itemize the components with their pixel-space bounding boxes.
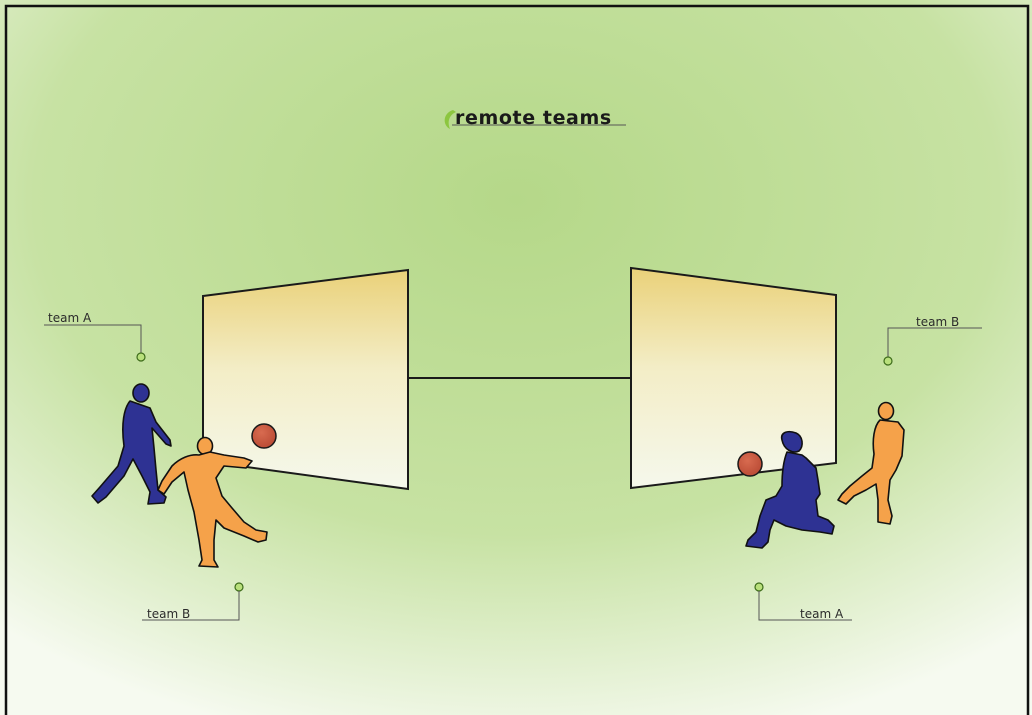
marker-dot — [754, 582, 764, 592]
callout-line — [142, 591, 240, 621]
player-team-b-left — [157, 436, 268, 568]
player-head — [877, 401, 895, 421]
callout-line — [887, 327, 982, 357]
marker-dot — [234, 582, 244, 592]
player-head — [780, 430, 803, 453]
player-team-a-left — [91, 383, 172, 505]
frame-border — [4, 4, 1030, 715]
player-team-a-right — [745, 430, 835, 549]
player-body — [837, 419, 905, 525]
label-team-a-right: team A — [800, 607, 844, 621]
page-title: remote teams — [455, 107, 612, 129]
right-screen — [630, 266, 837, 490]
player-body — [157, 451, 268, 568]
callout-left-top: team A — [44, 311, 146, 362]
callout-right-bottom: team A — [754, 582, 852, 621]
player-body — [91, 400, 172, 505]
label-team-a-left: team A — [48, 311, 92, 325]
player-head — [132, 383, 150, 403]
player-body — [745, 451, 835, 549]
label-team-b-right: team B — [916, 315, 959, 329]
marker-dot — [136, 352, 146, 362]
callout-right-top: team B — [883, 315, 982, 366]
ball-right — [737, 451, 763, 477]
player-team-b-right — [837, 401, 905, 525]
title-group: remote teams — [444, 107, 626, 129]
callout-left-bottom: team B — [142, 582, 244, 621]
ball-left — [251, 423, 277, 449]
callout-line — [44, 324, 142, 353]
label-team-b-left: team B — [147, 607, 190, 621]
callout-line — [758, 591, 852, 621]
marker-dot — [883, 356, 893, 366]
title-leaf-icon — [444, 110, 456, 129]
